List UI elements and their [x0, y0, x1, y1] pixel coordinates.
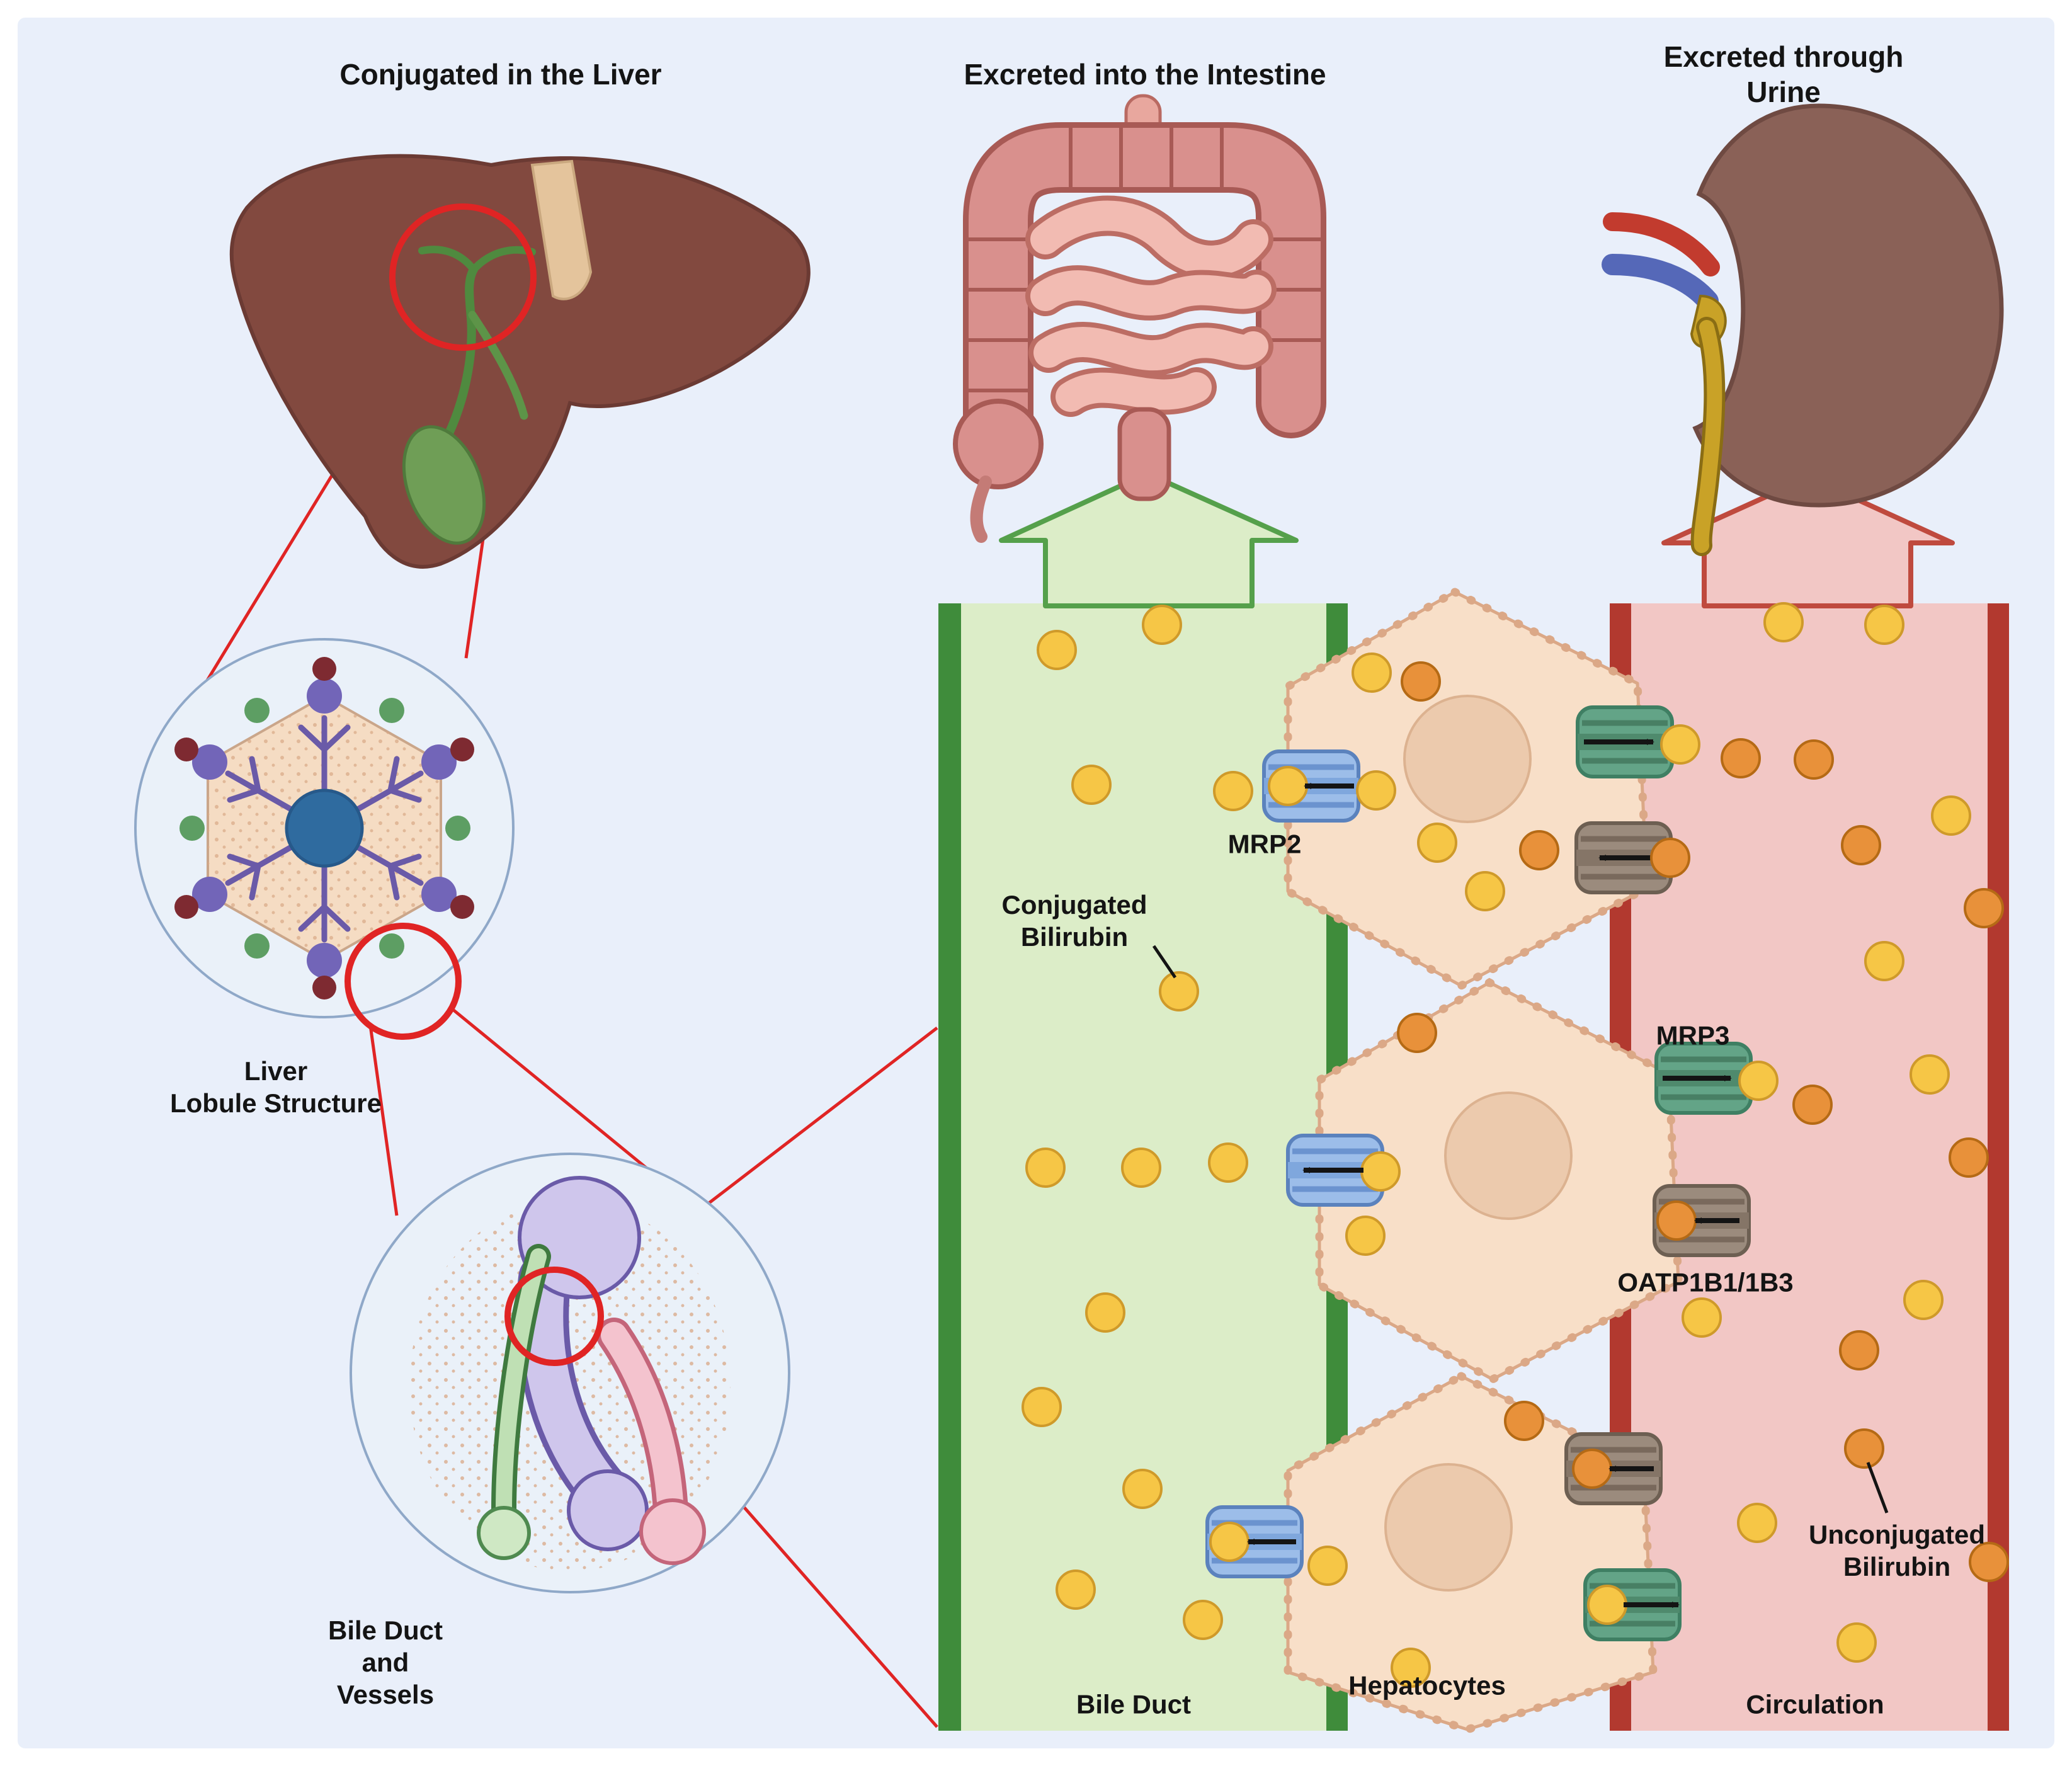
liver-zoom-circle: [389, 203, 537, 351]
liver-lobule-label: Liver Lobule Structure: [169, 1056, 382, 1118]
rectum: [1117, 407, 1171, 501]
falciform-ligament: [530, 159, 593, 300]
nucleus: [1444, 1091, 1573, 1220]
mrp3-transporters: [1578, 707, 1779, 1639]
liver-illustration: [229, 154, 811, 569]
renal-vein: [1602, 254, 1719, 312]
conjugated-pointer-line: [1152, 945, 1177, 979]
gallbladder: [402, 425, 486, 545]
colon-haustra: [967, 126, 1323, 392]
circulation-zone-label: Circulation: [1746, 1689, 1884, 1719]
mrp2-transporters: [1207, 751, 1401, 1576]
appendix: [970, 476, 992, 543]
header-excreted-intestine: Excreted into the Intestine: [964, 57, 1326, 91]
unconjugated-bilirubin-label: Unconjugated Bilirubin: [1809, 1519, 1985, 1581]
renal-artery: [1603, 212, 1720, 276]
conjugated-bilirubin-label: Conjugated Bilirubin: [1001, 889, 1147, 952]
central-vein: [285, 789, 364, 868]
mrp3-label: MRP3: [1656, 1020, 1730, 1051]
ureter: [1693, 320, 1722, 553]
bile-duct-left-wall: [938, 603, 961, 1731]
bile-duct-tree: [444, 265, 478, 439]
liver-lobule-inset: [134, 638, 515, 1040]
bile-duct-zone-label: Bile Duct: [1076, 1689, 1192, 1719]
oatp-transporters: [1566, 823, 1749, 1503]
lobule-vessels: [225, 715, 424, 943]
lobule-zoom-circle: [344, 923, 462, 1040]
portal-triads: [174, 657, 474, 1000]
oatp-label: OATP1B1/1B3: [1617, 1267, 1794, 1297]
bilirubin-molecules-hepatocytes: [1307, 652, 1559, 1688]
mrp2-label: MRP2: [1227, 829, 1302, 859]
duct-zoom-circle: [504, 1267, 604, 1366]
hepatocytes-zone-label: Hepatocytes: [1348, 1670, 1506, 1700]
kidney-illustration: [1602, 103, 2004, 556]
conjugated-bilirubin-molecules-bile-duct: [1022, 605, 1253, 1640]
unconjugated-pointer-line: [1866, 1462, 1889, 1513]
header-excreted-urine: Excreted through Urine: [1663, 40, 1904, 108]
nucleus: [1384, 1463, 1513, 1592]
bile-duct-vessels-label: Bile Duct and Vessels: [327, 1615, 443, 1710]
to-intestine-arrow: [999, 471, 1299, 608]
nucleus: [1403, 695, 1532, 823]
header-conjugated-liver: Conjugated in the Liver: [339, 57, 662, 91]
bile-duct-vessels-inset: [350, 1153, 790, 1593]
bilirubin-molecules-circulation: [1682, 602, 2009, 1663]
small-intestine-coils: [1025, 195, 1277, 417]
intestine-illustration: [953, 94, 1326, 543]
to-urine-arrow: [1661, 475, 1955, 608]
